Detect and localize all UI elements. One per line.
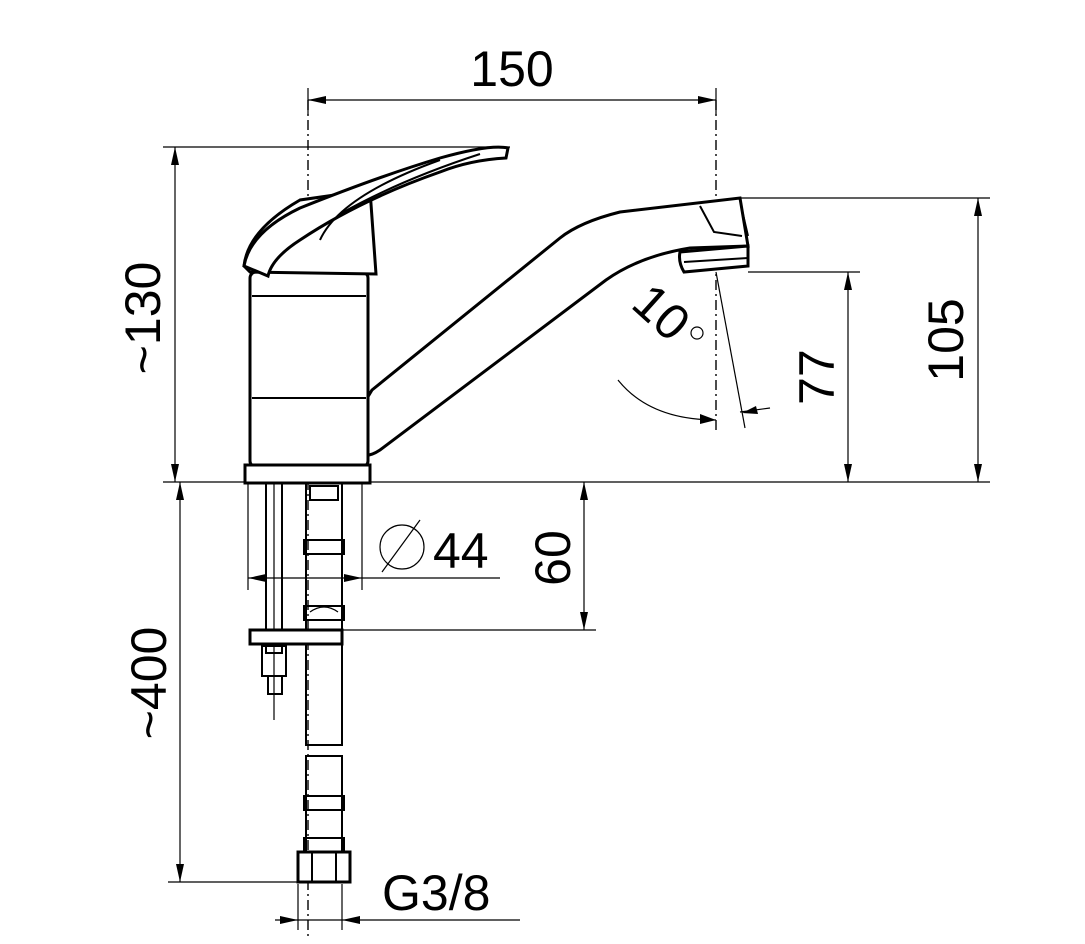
mounting-hardware (248, 482, 345, 746)
flexible-hose (296, 755, 352, 884)
diameter-symbol (379, 524, 425, 570)
base-ring (243, 463, 372, 485)
lever-handle (242, 145, 510, 279)
width-dimension: 150 (307, 41, 717, 115)
faucet-body (242, 145, 750, 485)
outlet-height-label: 77 (789, 349, 845, 405)
thread-dimension: G3/8 (275, 865, 520, 930)
hose-length-dimension: ~400 (121, 482, 300, 883)
height-label: ~130 (115, 262, 171, 375)
swivel-angle-dimension: 10 (617, 271, 771, 429)
aerator (678, 244, 750, 274)
shank-length-dimension: 60 (340, 482, 596, 631)
width-label: 150 (470, 41, 553, 97)
thread-label: G3/8 (382, 865, 490, 921)
degree-symbol (690, 326, 704, 340)
spout-height-dimension: 105 (740, 197, 990, 482)
body-cylinder (248, 270, 370, 469)
base-diameter-dimension: 44 (247, 483, 500, 590)
spout (348, 196, 750, 457)
hose-nut (296, 850, 352, 884)
diameter-label: 44 (433, 523, 489, 579)
height-dimension: ~130 (115, 146, 510, 482)
outlet-height-dimension: 77 (748, 271, 860, 482)
hose-length-label: ~400 (121, 627, 177, 740)
angle-label: 10 (622, 273, 701, 352)
spout-height-label: 105 (918, 298, 974, 381)
shank-length-label: 60 (525, 530, 581, 586)
